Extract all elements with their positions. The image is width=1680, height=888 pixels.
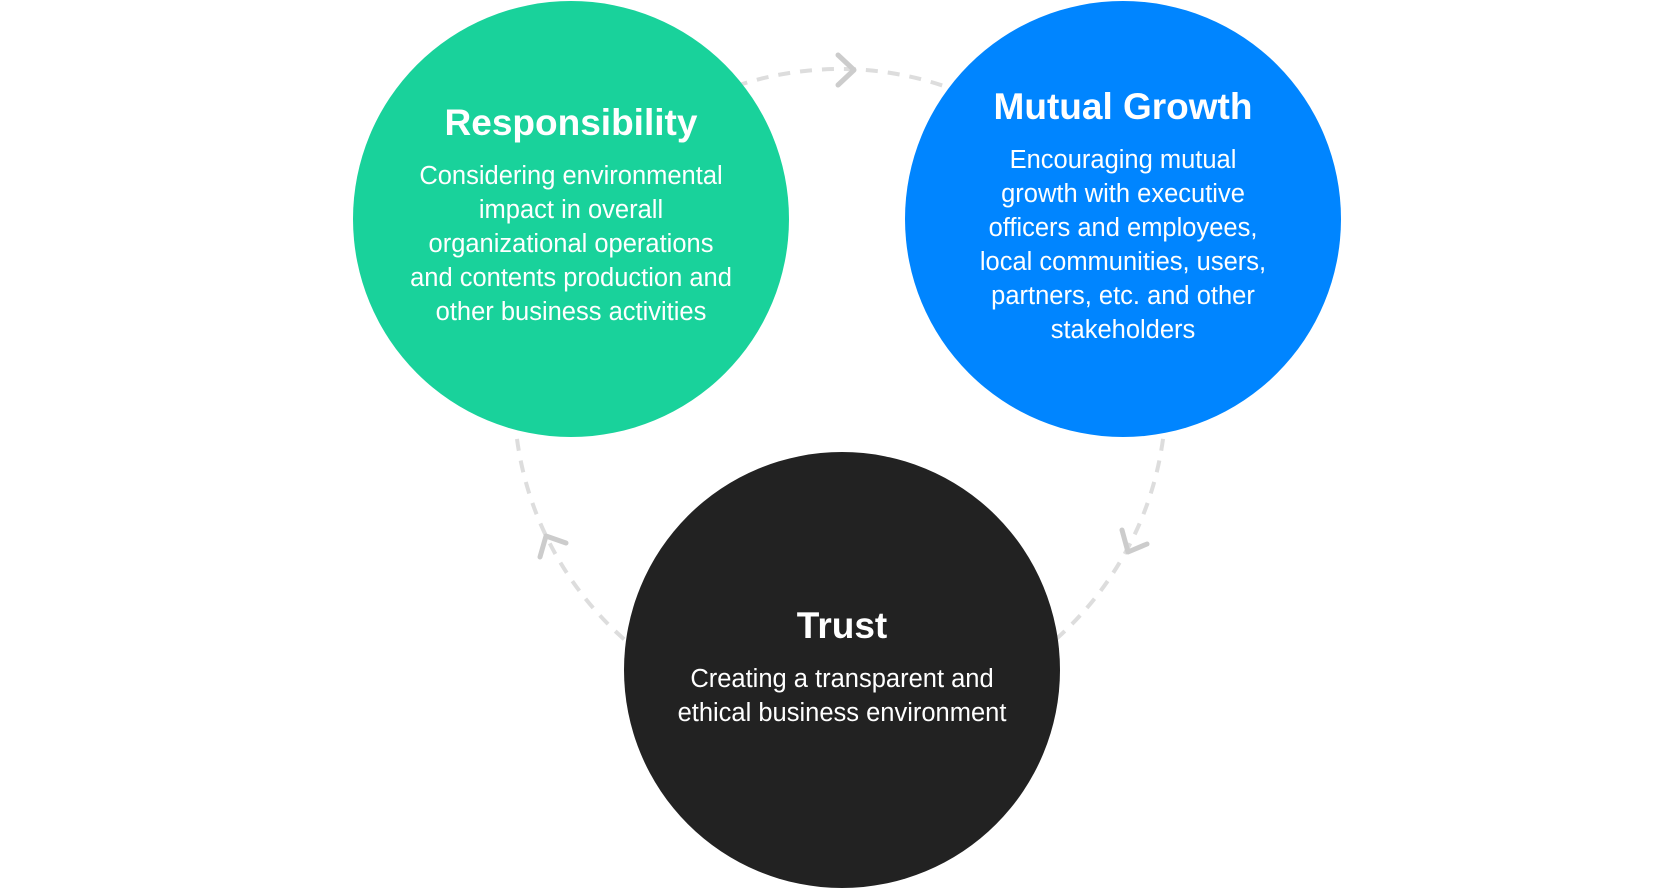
description-line: partners, etc. and other	[991, 282, 1255, 310]
node-title: Responsibility	[444, 102, 698, 143]
mutual-growth-node: Mutual Growth Encouraging mutual growth …	[905, 1, 1341, 437]
description-line: other business activities	[435, 298, 707, 326]
node-description: Considering environmental impact in over…	[353, 159, 789, 329]
node-description: Encouraging mutual growth with executive…	[905, 143, 1341, 347]
node-title: Mutual Growth	[993, 86, 1253, 127]
description-line: local communities, users,	[979, 248, 1267, 276]
description-line: stakeholders	[1050, 316, 1196, 344]
description-line: and contents production and	[410, 264, 732, 292]
trust-node: Trust Creating a transparent and ethical…	[624, 452, 1060, 888]
node-title: Trust	[796, 605, 888, 646]
description-line: growth with executive	[1001, 180, 1245, 208]
description-line: Encouraging mutual	[1009, 146, 1237, 174]
chevron-down-left-icon	[1119, 527, 1150, 555]
description-line: organizational operations	[428, 230, 714, 258]
description-line: impact in overall	[478, 196, 664, 224]
description-line: Considering environmental	[419, 162, 723, 190]
responsibility-node: Responsibility Considering environmental…	[353, 1, 789, 437]
description-line: Creating a transparent and	[690, 665, 994, 693]
chevron-up-left-icon	[537, 533, 569, 560]
description-line: ethical business environment	[677, 699, 1007, 727]
description-line: officers and employees,	[988, 214, 1258, 242]
node-description: Creating a transparent and ethical busin…	[624, 662, 1060, 730]
chevron-right-icon	[835, 52, 857, 88]
